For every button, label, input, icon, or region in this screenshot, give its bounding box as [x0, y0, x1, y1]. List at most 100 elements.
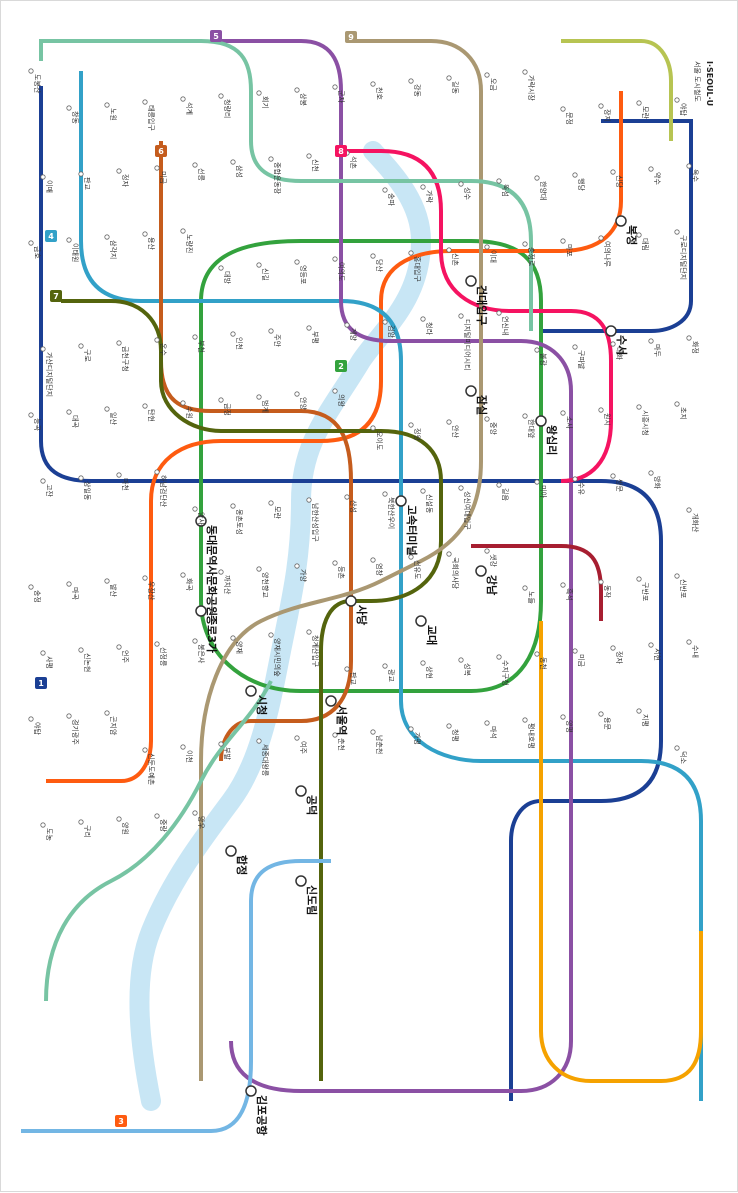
station-marker[interactable] [257, 739, 261, 743]
station-marker[interactable] [269, 157, 273, 161]
station-marker[interactable] [295, 260, 299, 264]
station-marker[interactable] [611, 474, 615, 478]
station-marker[interactable] [231, 504, 235, 508]
station-marker[interactable] [421, 661, 425, 665]
transfer-station-marker[interactable] [196, 606, 206, 616]
station-marker[interactable] [117, 817, 121, 821]
station-marker[interactable] [345, 495, 349, 499]
station-marker[interactable] [117, 473, 121, 477]
station-marker[interactable] [573, 173, 577, 177]
station-marker[interactable] [459, 182, 463, 186]
station-marker[interactable] [333, 257, 337, 261]
station-marker[interactable] [219, 398, 223, 402]
station-marker[interactable] [409, 251, 413, 255]
station-marker[interactable] [611, 342, 615, 346]
station-marker[interactable] [193, 163, 197, 167]
station-marker[interactable] [41, 479, 45, 483]
station-marker[interactable] [41, 347, 45, 351]
station-marker[interactable] [41, 651, 45, 655]
station-marker[interactable] [497, 179, 501, 183]
station-marker[interactable] [371, 426, 375, 430]
station-marker[interactable] [333, 85, 337, 89]
station-marker[interactable] [67, 582, 71, 586]
station-marker[interactable] [561, 411, 565, 415]
station-marker[interactable] [79, 648, 83, 652]
station-marker[interactable] [637, 405, 641, 409]
station-marker[interactable] [29, 69, 33, 73]
station-marker[interactable] [67, 106, 71, 110]
station-marker[interactable] [269, 329, 273, 333]
station-marker[interactable] [79, 344, 83, 348]
station-marker[interactable] [485, 73, 489, 77]
station-marker[interactable] [421, 489, 425, 493]
station-marker[interactable] [295, 564, 299, 568]
station-marker[interactable] [193, 335, 197, 339]
station-marker[interactable] [155, 166, 159, 170]
station-marker[interactable] [599, 712, 603, 716]
station-marker[interactable] [193, 811, 197, 815]
station-marker[interactable] [599, 236, 603, 240]
station-marker[interactable] [29, 241, 33, 245]
transfer-station-marker[interactable] [466, 276, 476, 286]
transfer-station-marker[interactable] [226, 846, 236, 856]
station-marker[interactable] [535, 480, 539, 484]
transfer-station-marker[interactable] [476, 566, 486, 576]
station-marker[interactable] [269, 633, 273, 637]
transfer-station-marker[interactable] [346, 596, 356, 606]
station-marker[interactable] [637, 101, 641, 105]
station-marker[interactable] [675, 230, 679, 234]
station-marker[interactable] [535, 652, 539, 656]
station-marker[interactable] [345, 667, 349, 671]
station-marker[interactable] [447, 76, 451, 80]
station-marker[interactable] [181, 745, 185, 749]
station-marker[interactable] [675, 402, 679, 406]
station-marker[interactable] [421, 317, 425, 321]
station-marker[interactable] [29, 717, 33, 721]
station-marker[interactable] [561, 715, 565, 719]
station-marker[interactable] [485, 417, 489, 421]
station-marker[interactable] [345, 323, 349, 327]
station-marker[interactable] [219, 266, 223, 270]
station-marker[interactable] [117, 341, 121, 345]
station-marker[interactable] [29, 413, 33, 417]
station-marker[interactable] [573, 477, 577, 481]
station-marker[interactable] [409, 423, 413, 427]
station-marker[interactable] [219, 94, 223, 98]
station-marker[interactable] [599, 408, 603, 412]
station-marker[interactable] [573, 649, 577, 653]
station-marker[interactable] [333, 561, 337, 565]
station-marker[interactable] [79, 820, 83, 824]
station-marker[interactable] [523, 414, 527, 418]
station-marker[interactable] [231, 332, 235, 336]
station-marker[interactable] [143, 404, 147, 408]
station-marker[interactable] [105, 103, 109, 107]
station-marker[interactable] [155, 338, 159, 342]
transfer-station-marker[interactable] [326, 696, 336, 706]
station-marker[interactable] [257, 567, 261, 571]
station-marker[interactable] [193, 639, 197, 643]
station-marker[interactable] [181, 229, 185, 233]
station-marker[interactable] [41, 823, 45, 827]
station-marker[interactable] [105, 407, 109, 411]
station-marker[interactable] [181, 401, 185, 405]
transfer-station-marker[interactable] [296, 786, 306, 796]
station-marker[interactable] [29, 585, 33, 589]
station-marker[interactable] [561, 583, 565, 587]
station-marker[interactable] [307, 498, 311, 502]
station-marker[interactable] [371, 82, 375, 86]
station-marker[interactable] [307, 326, 311, 330]
station-marker[interactable] [447, 248, 451, 252]
transfer-station-marker[interactable] [416, 616, 426, 626]
station-marker[interactable] [637, 577, 641, 581]
transfer-station-marker[interactable] [536, 416, 546, 426]
station-marker[interactable] [41, 175, 45, 179]
station-marker[interactable] [105, 711, 109, 715]
station-marker[interactable] [523, 718, 527, 722]
station-marker[interactable] [383, 664, 387, 668]
station-marker[interactable] [535, 176, 539, 180]
transfer-station-marker[interactable] [466, 386, 476, 396]
station-marker[interactable] [383, 320, 387, 324]
station-marker[interactable] [649, 167, 653, 171]
station-marker[interactable] [257, 91, 261, 95]
station-marker[interactable] [459, 486, 463, 490]
